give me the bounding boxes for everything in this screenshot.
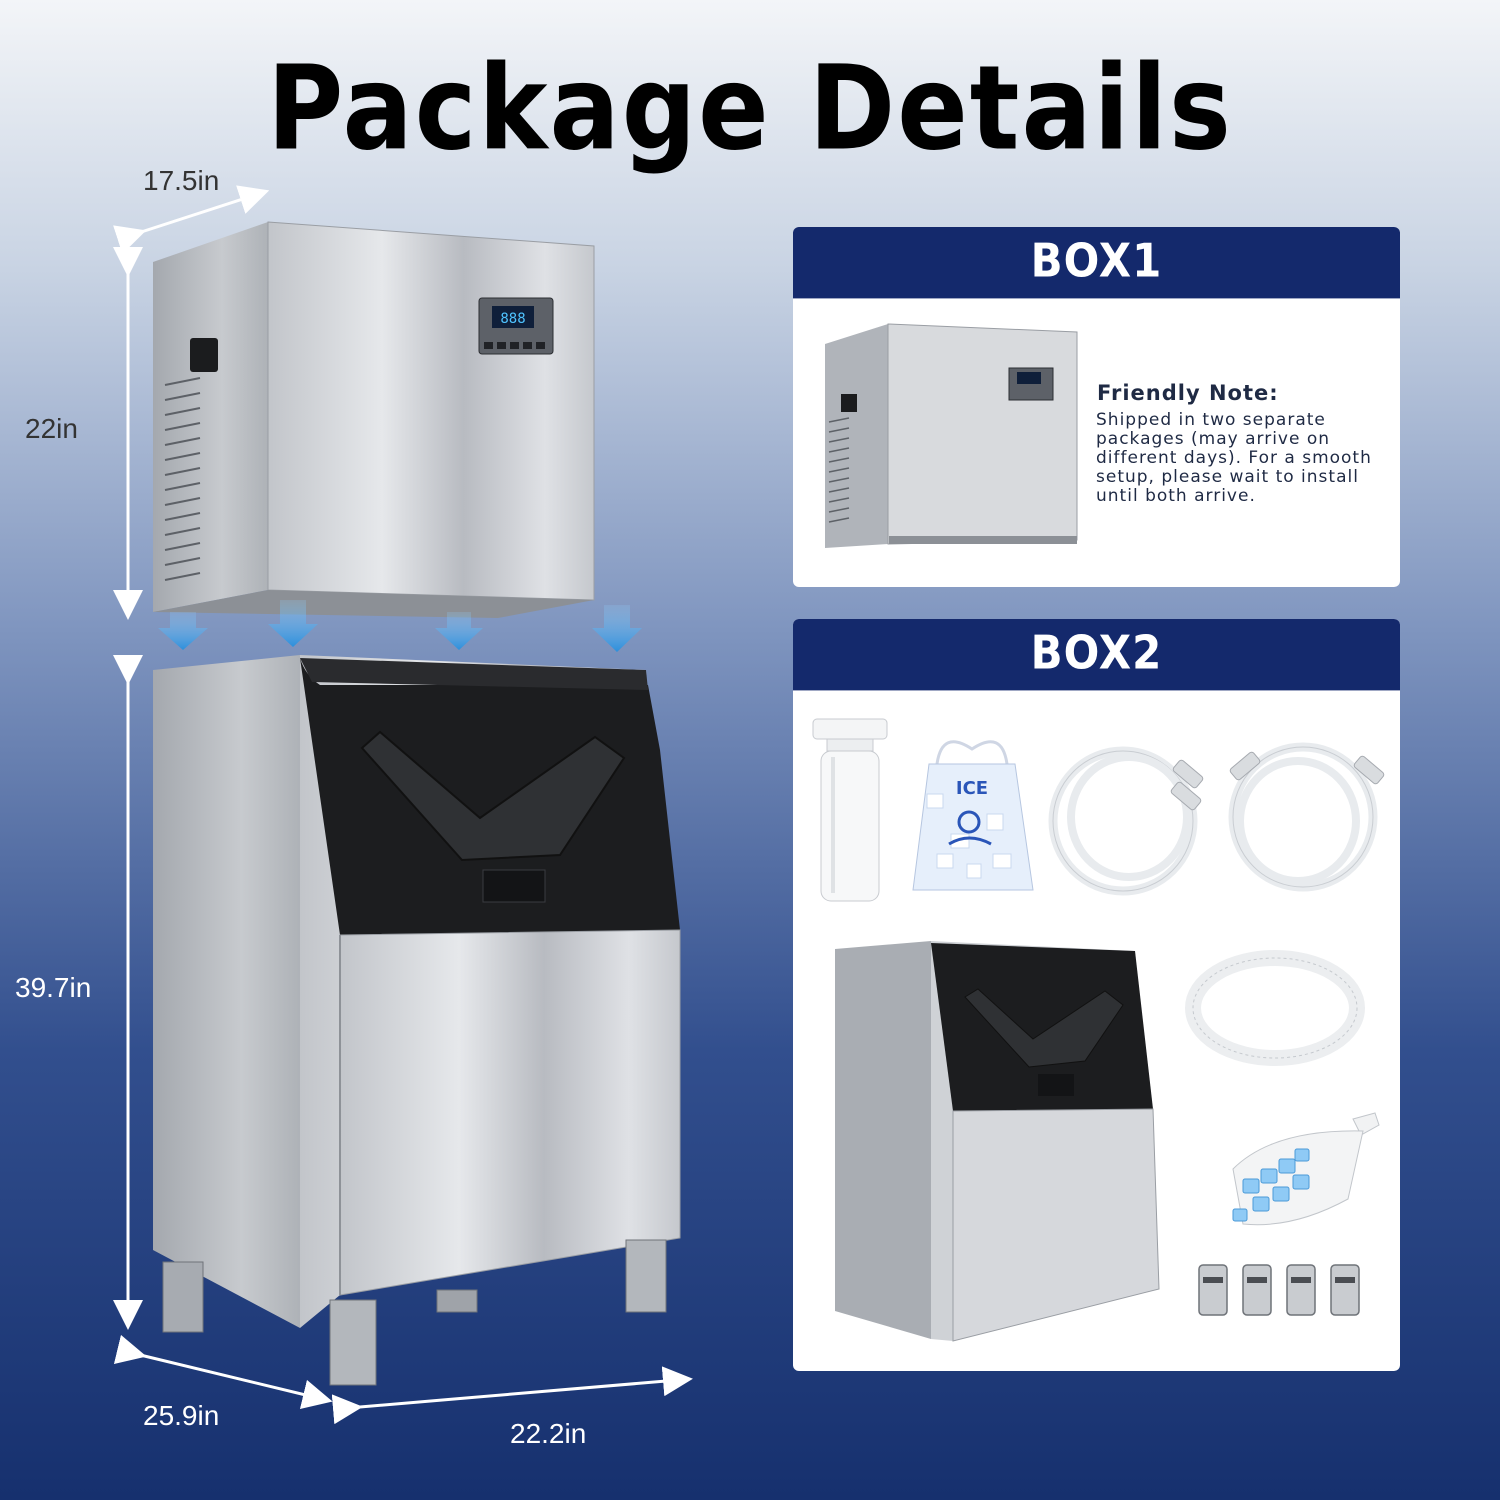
side-handle: [190, 338, 218, 372]
assembly-arrows: [158, 600, 642, 652]
ice-bag-image: ICE: [912, 740, 1034, 891]
box2-header: BOX2: [793, 619, 1400, 691]
ice-bin-image: [835, 941, 1160, 1342]
box1-unit-image: [825, 323, 1078, 548]
leg: [625, 1239, 667, 1313]
bin-side: [153, 655, 300, 1328]
leveling-feet-image: [1198, 1264, 1360, 1316]
inlet-hose-image: [1048, 746, 1204, 896]
dimension-width-top: 17.5in: [143, 165, 220, 196]
ice-scoop-image: [1232, 1112, 1380, 1226]
friendly-note-body: Shipped in two separate packages (may ar…: [1096, 410, 1372, 506]
leg: [162, 1261, 204, 1333]
display-screen: [492, 306, 534, 328]
box1-header: BOX1: [793, 227, 1400, 299]
top-unit-side: [153, 222, 268, 612]
door-handle-recess: [360, 730, 626, 862]
leg: [436, 1289, 478, 1313]
top-unit-front: [267, 221, 595, 601]
leg: [329, 1299, 377, 1386]
water-filter-image: [812, 718, 888, 902]
box1-panel: BOX1 Friendly Note: Shipped in two separ…: [793, 227, 1400, 587]
dim-line-width-top: [113, 185, 270, 254]
dimension-width-bin: 22.2in: [510, 1418, 587, 1449]
friendly-note-title: Friendly Note:: [1097, 381, 1279, 405]
dimension-height-bin: 39.7in: [15, 972, 92, 1003]
dim-line-depth-bin: [113, 1334, 333, 1410]
ice-maker-illustration: 888: [113, 185, 693, 1425]
ice-bag-label: ICE: [956, 778, 988, 799]
dim-line-width-bin: [331, 1366, 693, 1425]
display-readout: 888: [500, 311, 525, 327]
dimension-height-top: 22in: [25, 413, 78, 444]
page-title: Package Details: [267, 40, 1233, 177]
door-pull: [482, 869, 546, 903]
inlet-hose-image: [1228, 742, 1385, 892]
bin-door: [300, 658, 680, 935]
drain-hose-image: [1185, 950, 1365, 1066]
box2-panel: BOX2 ICE: [793, 619, 1400, 1371]
dimension-depth-bin: 25.9in: [143, 1400, 220, 1431]
